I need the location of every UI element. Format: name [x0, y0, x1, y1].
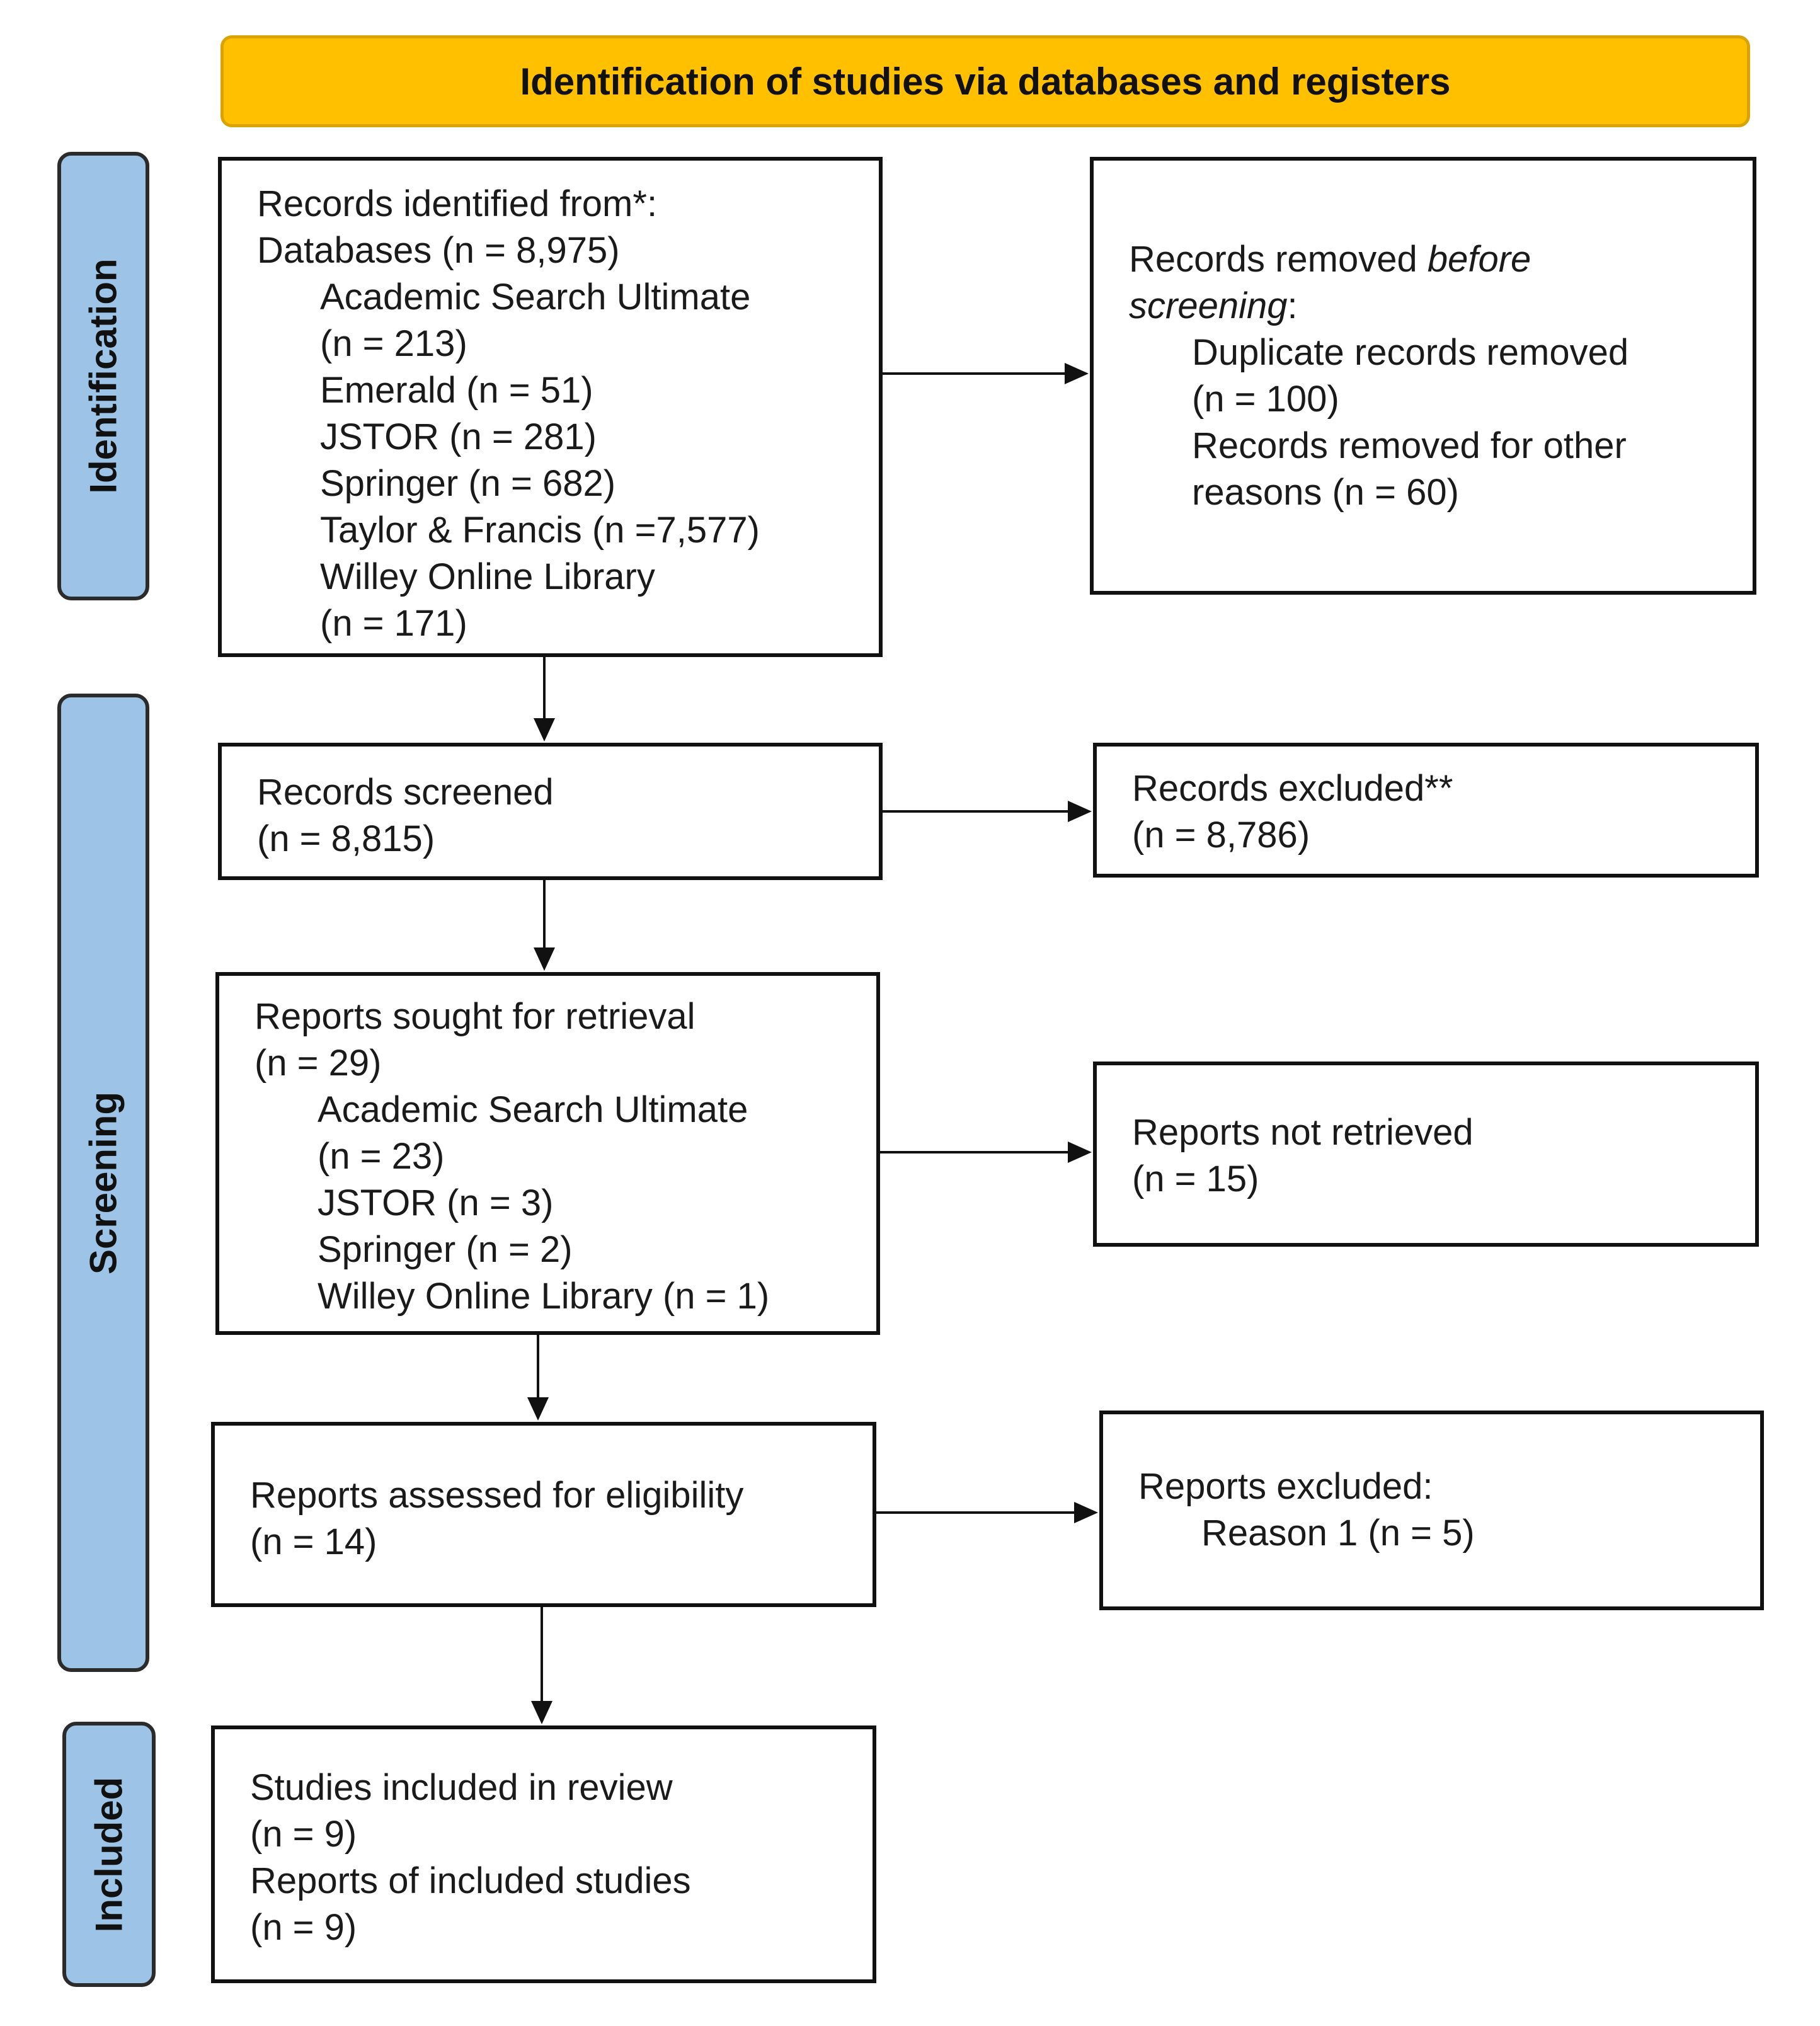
box-line: Reason 1 (n = 5) [1201, 1513, 1475, 1554]
box-line: Duplicate records removed [1192, 332, 1629, 373]
box-line: screening: [1129, 283, 1753, 329]
records-screened-box: Records screened (n = 8,815) [218, 743, 883, 880]
box-line: (n = 8,815) [257, 818, 435, 859]
box-line: Reports excluded: [1138, 1466, 1433, 1507]
box-line: JSTOR (n = 281) [320, 416, 597, 457]
box-line: (n = 8,786) [1132, 815, 1310, 856]
header-title: Identification of studies via databases … [520, 60, 1451, 103]
phase-identification: Identification [57, 152, 149, 600]
line-text: : [1287, 285, 1298, 326]
box-line: Reports assessed for eligibility [250, 1475, 744, 1516]
box-line: Reports sought for retrieval [255, 996, 695, 1037]
phase-included: Included [62, 1722, 156, 1987]
box-line: (n = 23) [318, 1136, 445, 1177]
box-line: (n = 171) [320, 603, 467, 644]
box-line: (n = 213) [320, 323, 467, 364]
box-line: Records identified from*: [257, 183, 658, 224]
box-line: Springer (n = 2) [318, 1229, 573, 1270]
box-line: reasons (n = 60) [1192, 472, 1459, 513]
box-line: (n = 14) [250, 1521, 377, 1562]
reports-sought-box: Reports sought for retrieval (n = 29) Acad… [215, 972, 880, 1335]
box-line: Databases (n = 8,975) [257, 230, 620, 271]
box-line: Academic Search Ultimate [318, 1089, 748, 1130]
box-line: Records removed for other [1192, 425, 1627, 466]
box-line: Reports of included studies [250, 1860, 691, 1901]
arrowhead [1068, 801, 1092, 822]
arrowhead [534, 718, 555, 741]
records-removed-box: Records removed before screening: Duplic… [1090, 157, 1756, 595]
header-banner: Identification of studies via databases … [220, 35, 1750, 127]
arrowhead [1065, 363, 1089, 384]
box-line: Willey Online Library [320, 556, 655, 597]
box-line: (n = 100) [1192, 379, 1339, 420]
records-excluded-box: Records excluded** (n = 8,786) [1093, 743, 1759, 878]
arrowhead [1068, 1142, 1092, 1163]
box-line: Willey Online Library (n = 1) [318, 1276, 770, 1317]
box-line: (n = 9) [250, 1907, 357, 1948]
box-line: JSTOR (n = 3) [318, 1182, 554, 1223]
line-text: Records removed [1129, 239, 1428, 280]
line-text-italic: screening [1129, 285, 1288, 326]
box-line: Studies included in review [250, 1767, 673, 1808]
studies-included-box: Studies included in review (n = 9) Reports… [211, 1726, 876, 1983]
reports-assessed-box: Reports assessed for eligibility (n = 14) [211, 1422, 876, 1607]
records-identified-box: Records identified from*: Databases (n = … [218, 157, 883, 657]
reports-not-retrieved-box: Reports not retrieved (n = 15) [1093, 1062, 1759, 1247]
box-line: Records removed before [1129, 236, 1753, 283]
box-line: Reports not retrieved [1132, 1112, 1474, 1153]
box-line: (n = 29) [255, 1043, 382, 1084]
phase-screening: Screening [57, 694, 149, 1672]
box-line: Records excluded** [1132, 768, 1453, 809]
box-line: Academic Search Ultimate [320, 277, 751, 318]
arrowhead [531, 1701, 552, 1724]
box-line: (n = 9) [250, 1814, 357, 1855]
box-line: Emerald (n = 51) [320, 370, 593, 411]
arrowhead [534, 947, 555, 971]
line-text-italic: before [1427, 239, 1531, 280]
box-line: Taylor & Francis (n =7,577) [320, 510, 760, 551]
box-line: Springer (n = 682) [320, 463, 616, 504]
arrowhead [1074, 1502, 1098, 1523]
reports-excluded-box: Reports excluded: Reason 1 (n = 5) [1099, 1411, 1764, 1610]
arrowhead [527, 1397, 549, 1421]
box-line: Records screened [257, 772, 554, 813]
box-line: (n = 15) [1132, 1159, 1259, 1199]
